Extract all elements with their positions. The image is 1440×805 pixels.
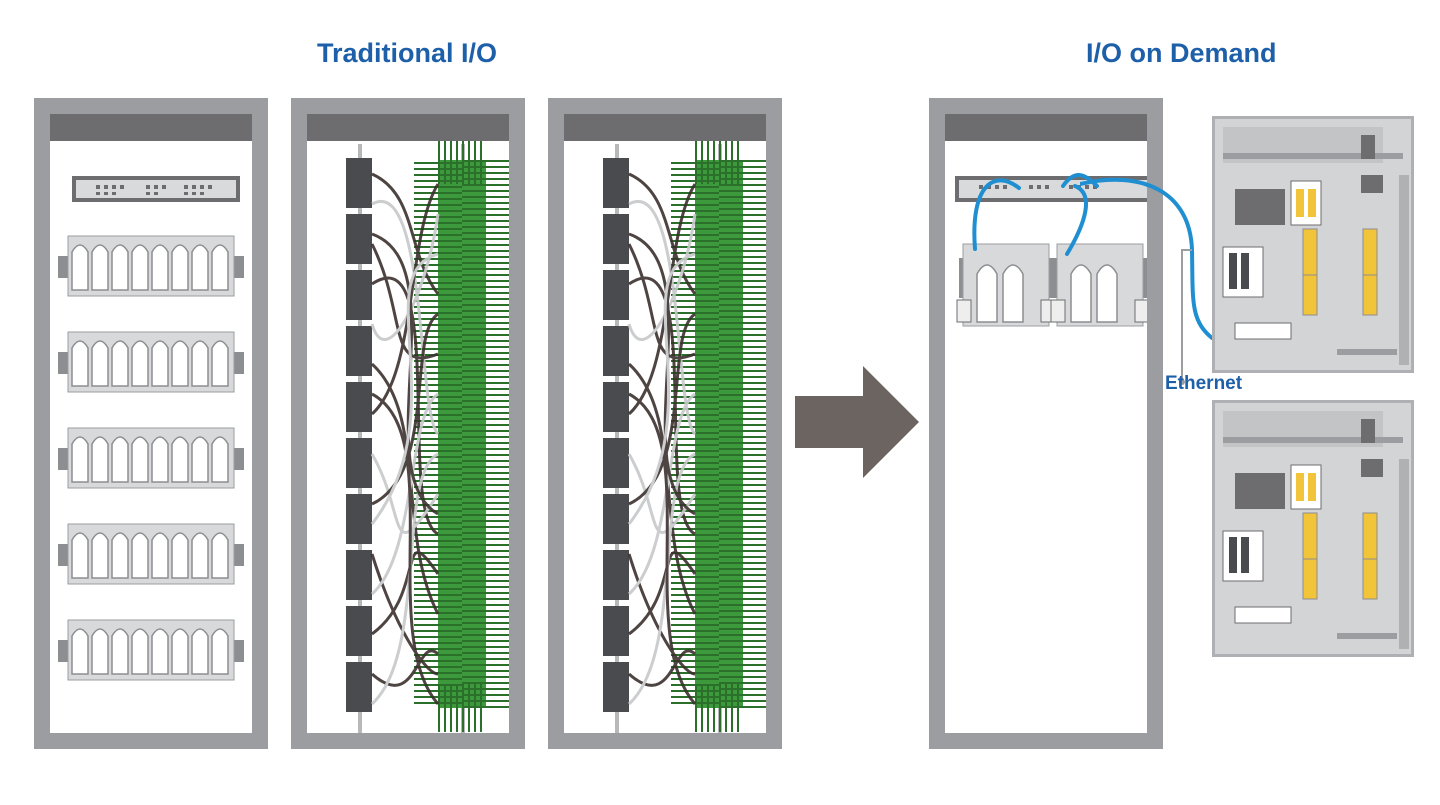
io-module-rack-icon bbox=[58, 427, 244, 489]
traditional-cabinet-marshalling-b bbox=[548, 98, 782, 749]
marshalling-wiring-drawing bbox=[603, 136, 766, 733]
terminal-block-dark-icon bbox=[346, 158, 372, 712]
io-module-rack-icon bbox=[58, 523, 244, 585]
network-switch-icon bbox=[72, 176, 240, 202]
field-junction-box-icon bbox=[1212, 400, 1414, 657]
cabinet-header-bar bbox=[564, 114, 766, 141]
io-on-demand-cabinet bbox=[929, 98, 1163, 749]
cabinet-header-bar bbox=[307, 114, 509, 141]
cabinet-io-racks-drawing bbox=[58, 176, 244, 681]
io-module-rack-icon bbox=[58, 619, 244, 681]
io-on-demand-drawing bbox=[955, 173, 1147, 327]
io-module-icon bbox=[956, 243, 1056, 327]
io-module-icon bbox=[1050, 243, 1147, 327]
io-on-demand-heading: I/O on Demand bbox=[1086, 38, 1277, 68]
field-junction-box-icon bbox=[1212, 116, 1414, 373]
right-arrow-icon bbox=[795, 366, 919, 478]
ethernet-label: Ethernet bbox=[1165, 373, 1243, 394]
field-wires bbox=[627, 172, 697, 706]
terminal-strip-green-icon bbox=[671, 136, 766, 732]
cabinet-header-bar bbox=[945, 114, 1147, 141]
cabinet-header-bar bbox=[50, 114, 252, 141]
terminal-block-dark-icon bbox=[603, 158, 629, 712]
terminal-strip-green-icon bbox=[414, 136, 509, 732]
io-module-rack-icon bbox=[58, 331, 244, 393]
ethernet-cable-run bbox=[1080, 177, 1214, 385]
traditional-io-heading: Traditional I/O bbox=[317, 38, 498, 68]
network-switch-icon bbox=[955, 176, 1147, 202]
field-wires bbox=[370, 172, 440, 706]
traditional-cabinet-marshalling-a bbox=[291, 98, 525, 749]
traditional-cabinet-io-racks bbox=[34, 98, 268, 749]
marshalling-wiring-drawing bbox=[346, 136, 509, 733]
io-module-rack-icon bbox=[58, 235, 244, 297]
